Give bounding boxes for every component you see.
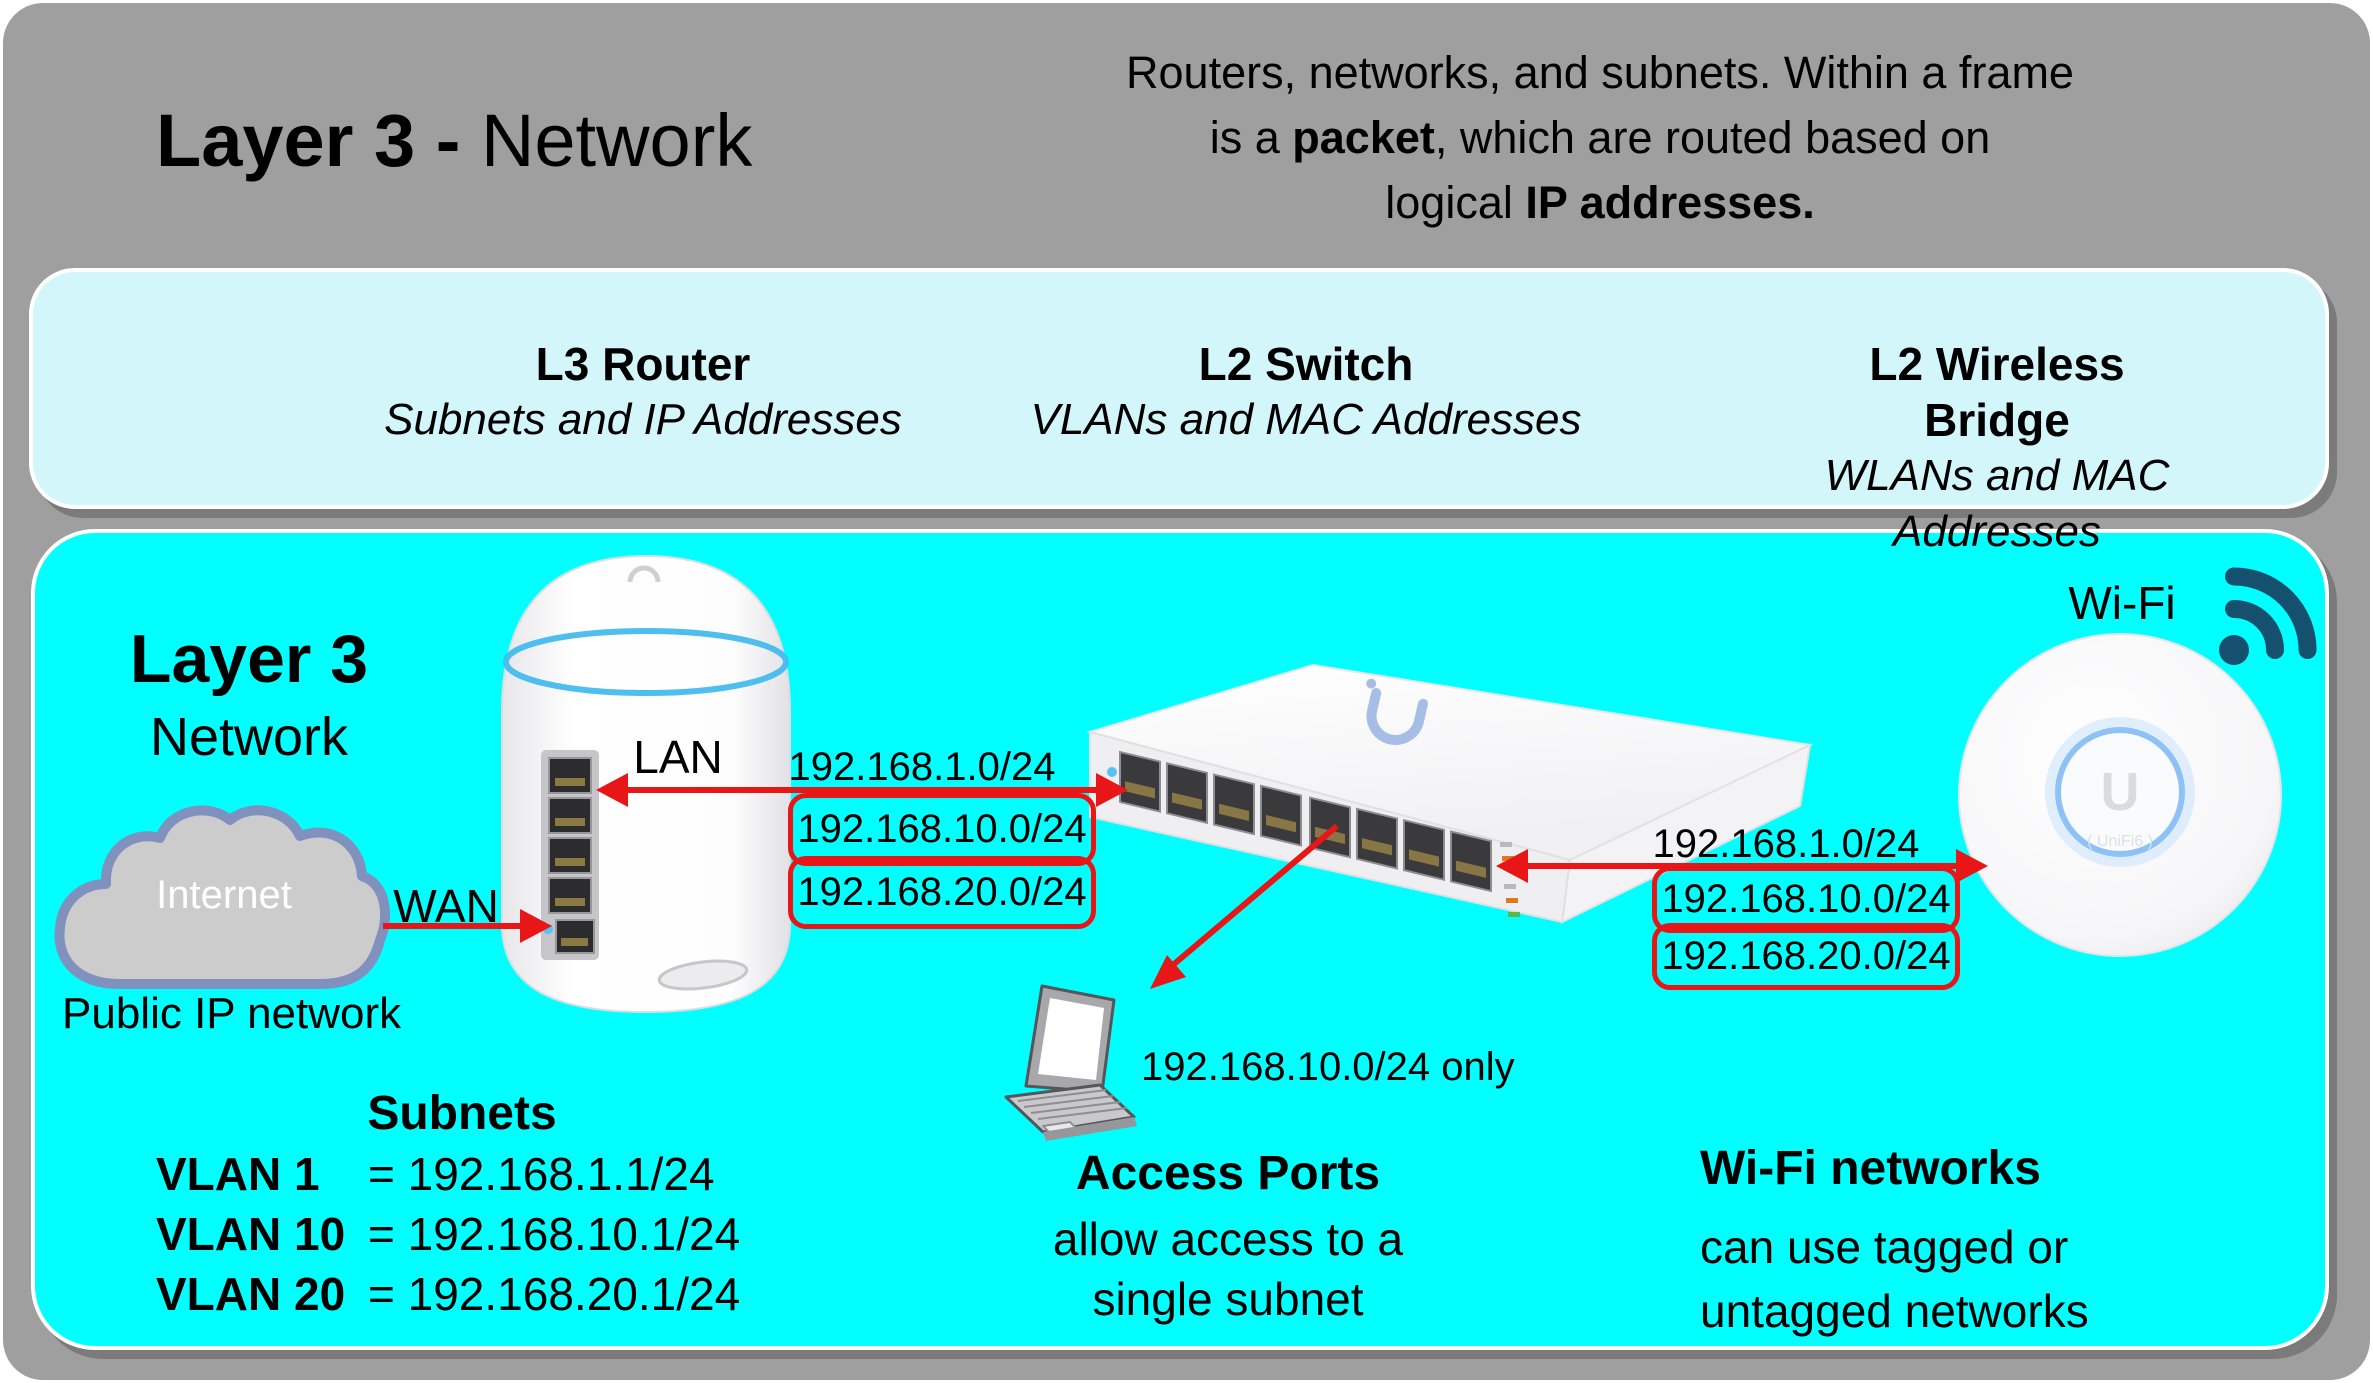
- switch-ap-network-tagged-2: 192.168.20.0/24: [1652, 923, 1960, 990]
- legend-router-subtitle: Subnets and IP Addresses: [384, 395, 902, 444]
- wifi-label: Wi-Fi: [2068, 577, 2176, 629]
- page-title-bold: Layer 3 -: [156, 99, 481, 182]
- subnets-heading: Subnets: [367, 1087, 557, 1140]
- vlan10-label: VLAN 10: [156, 1208, 346, 1260]
- wifi-networks-line1: can use tagged or: [1700, 1221, 2069, 1273]
- subnet-row-vlan20: VLAN 20 = 192.168.20.1/24: [156, 1268, 740, 1321]
- wifi-networks-line2: untagged networks: [1700, 1285, 2089, 1337]
- switch-ap-network-tagged-1: 192.168.10.0/24: [1652, 866, 1960, 933]
- access-ports-heading: Access Ports: [1075, 1147, 1381, 1200]
- cloud-label: Internet: [156, 873, 292, 917]
- zone-label: Layer 3: [129, 621, 369, 697]
- access-ports-line2: single subnet: [1092, 1273, 1364, 1325]
- legend-col-switch: L2 Switch VLANs and MAC Addresses: [1030, 336, 1581, 448]
- legend-switch-title: L2 Switch: [1198, 338, 1414, 390]
- router-switch-network-tagged-2: 192.168.20.0/24: [788, 856, 1096, 929]
- legend-wireless-title: L2 Wireless Bridge: [1869, 338, 2125, 446]
- wifi-networks-heading: Wi-Fi networks: [1700, 1142, 2041, 1195]
- vlan10-value: = 192.168.10.1/24: [368, 1208, 741, 1260]
- vlan20-label: VLAN 20: [156, 1268, 346, 1320]
- vlan1-value: = 192.168.1.1/24: [368, 1148, 715, 1200]
- legend-switch-subtitle: VLANs and MAC Addresses: [1030, 395, 1582, 444]
- router-switch-network-tagged-1: 192.168.10.0/24: [788, 793, 1096, 866]
- description-line-2: is a packet, which are routed based on: [1209, 112, 1991, 163]
- wan-label: WAN: [393, 880, 499, 932]
- legend-router-title: L3 Router: [535, 338, 751, 390]
- router-switch-network-untagged: 192.168.1.0/24: [788, 745, 1056, 789]
- description-line-1: Routers, networks, and subnets. Within a…: [1126, 47, 2074, 98]
- access-ports-line1: allow access to a: [1052, 1213, 1404, 1265]
- legend-col-router: L3 Router Subnets and IP Addresses: [384, 336, 902, 448]
- lan-label: LAN: [633, 731, 723, 783]
- switch-ap-network-untagged: 192.168.1.0/24: [1652, 822, 1920, 866]
- laptop-caption: 192.168.10.0/24 only: [1141, 1045, 1515, 1089]
- subnet-row-vlan1: VLAN 1 = 192.168.1.1/24: [156, 1148, 715, 1201]
- page-title-rest: Network: [480, 99, 753, 182]
- description-line-3: logical IP addresses.: [1385, 177, 1815, 228]
- page-title: Layer 3 - Network: [156, 98, 752, 183]
- legend-panel: [29, 268, 2329, 509]
- vlan20-value: = 192.168.20.1/24: [368, 1268, 741, 1320]
- cloud-caption: Public IP network: [62, 989, 402, 1038]
- subnet-row-vlan10: VLAN 10 = 192.168.10.1/24: [156, 1208, 740, 1261]
- legend-wireless-subtitle: WLANs and MAC Addresses: [1824, 451, 2170, 556]
- vlan1-label: VLAN 1: [156, 1148, 320, 1200]
- header-description: Routers, networks, and subnets. Within a…: [950, 40, 2250, 235]
- legend-col-wireless: L2 Wireless Bridge WLANs and MAC Address…: [1809, 336, 2185, 560]
- zone-sublabel: Network: [149, 707, 349, 767]
